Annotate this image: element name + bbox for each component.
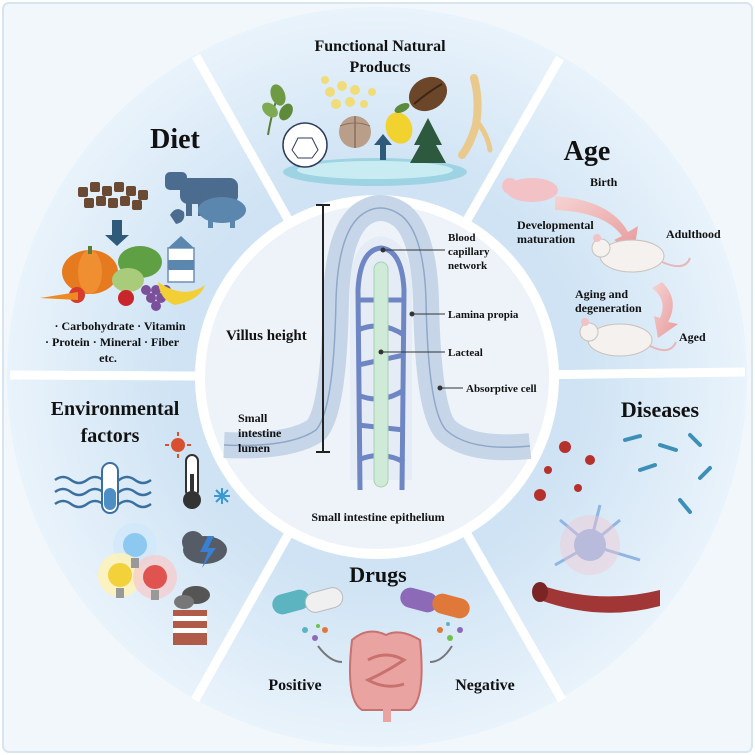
drug-particles-right-icon	[437, 622, 463, 641]
functional-title-line2: Products	[349, 59, 410, 76]
coffee-bean-icon	[408, 76, 448, 112]
test-tube-icon	[101, 462, 119, 514]
capsule-right-icon	[400, 587, 470, 619]
lamina-propia-label: Lamina propia	[448, 309, 519, 321]
drugs-negative-label: Negative	[455, 677, 515, 694]
molecule-icon	[282, 122, 328, 168]
lumen-label-line3: lumen	[238, 441, 270, 455]
thermometer-icon	[183, 454, 201, 509]
age-stage-aging-line2: degeneration	[575, 301, 642, 315]
newborn-mouse-icon	[502, 178, 558, 202]
villus-center: Villus height Small intestine lumen Bloo…	[223, 195, 537, 524]
nut-icon	[339, 116, 371, 148]
blood-capillary-network	[355, 245, 407, 491]
carrot-icon	[40, 292, 78, 300]
age-title: Age	[564, 136, 611, 167]
lemon-icon	[385, 103, 413, 144]
age-stage-birth: Birth	[590, 175, 618, 189]
down-arrow-icon	[105, 220, 129, 246]
leader-lines	[381, 249, 463, 389]
drug-particles-left-icon	[302, 624, 328, 641]
diet-nutrients-line2: · Protein · Mineral · Fiber	[45, 335, 180, 349]
diet-nutrients-line1: · Carbohydrate · Vitamin	[54, 319, 185, 333]
up-arrow-icon	[374, 134, 392, 160]
snowflake-icon	[214, 488, 230, 504]
epithelium-label: Small intestine epithelium	[311, 510, 444, 524]
virus-icons	[534, 441, 595, 501]
herb-leaf-icon	[262, 84, 293, 136]
pumpkin-icon	[62, 246, 118, 294]
age-stage-aged: Aged	[679, 330, 706, 344]
capillary-label-line2: capillary	[448, 246, 490, 258]
leafy-greens-icon	[112, 246, 162, 292]
light-bulbs-icon	[98, 523, 177, 600]
diet-nutrients-line3: etc.	[99, 351, 117, 365]
chicken-icon	[170, 209, 185, 224]
functional-products-segment: Functional Natural Products	[262, 38, 493, 186]
villus-height-label: Villus height	[226, 328, 307, 344]
growth-arrow-icon	[555, 196, 638, 252]
age-segment: Age Birth Developmental maturation Adult…	[502, 136, 721, 357]
diet-title: Diet	[150, 124, 200, 155]
ginseng-root-icon	[458, 74, 493, 159]
feed-pellets-icon	[78, 182, 148, 210]
capillary-label-line3: network	[448, 260, 488, 272]
aging-arrow-icon	[652, 282, 678, 338]
blood-vessel-icon	[532, 582, 660, 613]
factory-icon	[173, 586, 210, 645]
milk-carton-icon	[167, 236, 195, 283]
lumen-label-line1: Small	[238, 411, 268, 425]
pine-tree-icon	[410, 118, 446, 163]
absorptive-cell-label: Absorptive cell	[466, 383, 537, 395]
drugs-positive-label: Positive	[268, 677, 321, 694]
drugs-title: Drugs	[349, 562, 407, 587]
storm-cloud-icon	[182, 531, 227, 568]
lumen-label-line2: intestine	[238, 426, 282, 440]
diseases-title: Diseases	[621, 397, 700, 422]
neuron-icon	[554, 504, 641, 575]
capillary-label-line1: Blood	[448, 232, 476, 244]
villus-outline	[223, 207, 531, 449]
drugs-segment: Drugs Positive Negative	[268, 562, 515, 722]
grapes-icon	[141, 285, 171, 311]
sun-icon	[165, 432, 191, 458]
villus-height-bar	[316, 204, 330, 453]
age-stage-development-line2: maturation	[517, 232, 575, 246]
environment-title-line2: factors	[81, 425, 140, 447]
age-stage-development-line1: Developmental	[517, 218, 594, 232]
pig-icon	[198, 197, 246, 228]
environment-segment: Environmental factors	[51, 398, 230, 645]
negative-arrow-icon	[429, 645, 453, 663]
adult-mouse-icon	[591, 234, 691, 273]
environment-title-line1: Environmental	[51, 398, 180, 420]
aged-mouse-icon	[579, 318, 677, 357]
lacteal-vessel	[373, 261, 389, 488]
bacteria-icons	[623, 433, 712, 514]
capsule-left-icon	[272, 587, 344, 615]
diseases-segment: Diseases	[532, 397, 712, 613]
functional-title-line1: Functional Natural	[314, 38, 446, 55]
apple-icon	[118, 290, 134, 306]
lacteal-label: Lacteal	[448, 347, 483, 359]
positive-arrow-icon	[317, 645, 343, 663]
age-stage-adulthood: Adulthood	[666, 227, 721, 241]
seeds-icon	[321, 76, 376, 109]
diet-segment: Diet	[40, 124, 246, 365]
intestine-icon	[349, 630, 423, 722]
bananas-icon	[158, 282, 205, 305]
age-stage-aging-line1: Aging and	[575, 287, 628, 301]
